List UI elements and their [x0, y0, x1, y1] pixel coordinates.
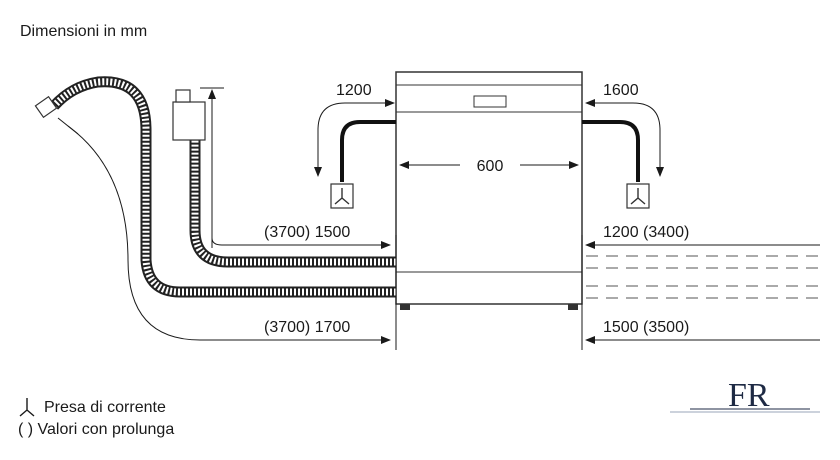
power-cable-left	[340, 120, 396, 182]
right-lower-label: 1500 (3500)	[603, 319, 689, 336]
legend-outlet-text: Presa di corrente	[44, 399, 166, 416]
aquastop-valve-icon	[172, 101, 206, 141]
inlet-connector-icon	[175, 89, 191, 103]
foot-right	[568, 304, 578, 310]
foot-left	[400, 304, 410, 310]
left-cable-label: 1200	[336, 82, 372, 99]
power-cable-right	[582, 120, 640, 182]
left-cable-dimension: 1200	[314, 82, 395, 177]
dishwasher-body	[395, 71, 583, 310]
hose-extension-dashed	[586, 255, 820, 299]
power-socket-left-icon	[330, 183, 354, 209]
drain-hose-end-icon	[34, 95, 58, 119]
diagram-title: Dimensioni in mm	[20, 23, 147, 40]
right-cable-label: 1600	[603, 82, 639, 99]
power-socket-right-icon	[626, 183, 650, 209]
inlet-hose-label: (3700) 1500	[264, 224, 350, 241]
right-upper-label: 1200 (3400)	[603, 224, 689, 241]
right-upper-dimension: 1200 (3400)	[585, 224, 820, 249]
right-lower-dimension: 1500 (3500)	[585, 319, 820, 344]
brand-logo: FR	[670, 377, 820, 414]
drain-hose: (3700) 1700	[34, 76, 396, 344]
drain-hose-label: (3700) 1700	[264, 319, 350, 336]
right-cable-dimension: 1600	[585, 82, 664, 177]
power-outlet-legend-icon	[19, 398, 35, 417]
inlet-hose: (3700) 1500	[172, 87, 396, 268]
width-label: 600	[477, 158, 504, 175]
brand-logo-text: FR	[728, 377, 770, 414]
control-panel-display	[473, 95, 507, 108]
width-dimension: 600	[399, 158, 579, 175]
legend: Presa di corrente ( ) Valori con prolung…	[18, 398, 174, 438]
legend-extension-text: ( ) Valori con prolunga	[18, 421, 174, 438]
